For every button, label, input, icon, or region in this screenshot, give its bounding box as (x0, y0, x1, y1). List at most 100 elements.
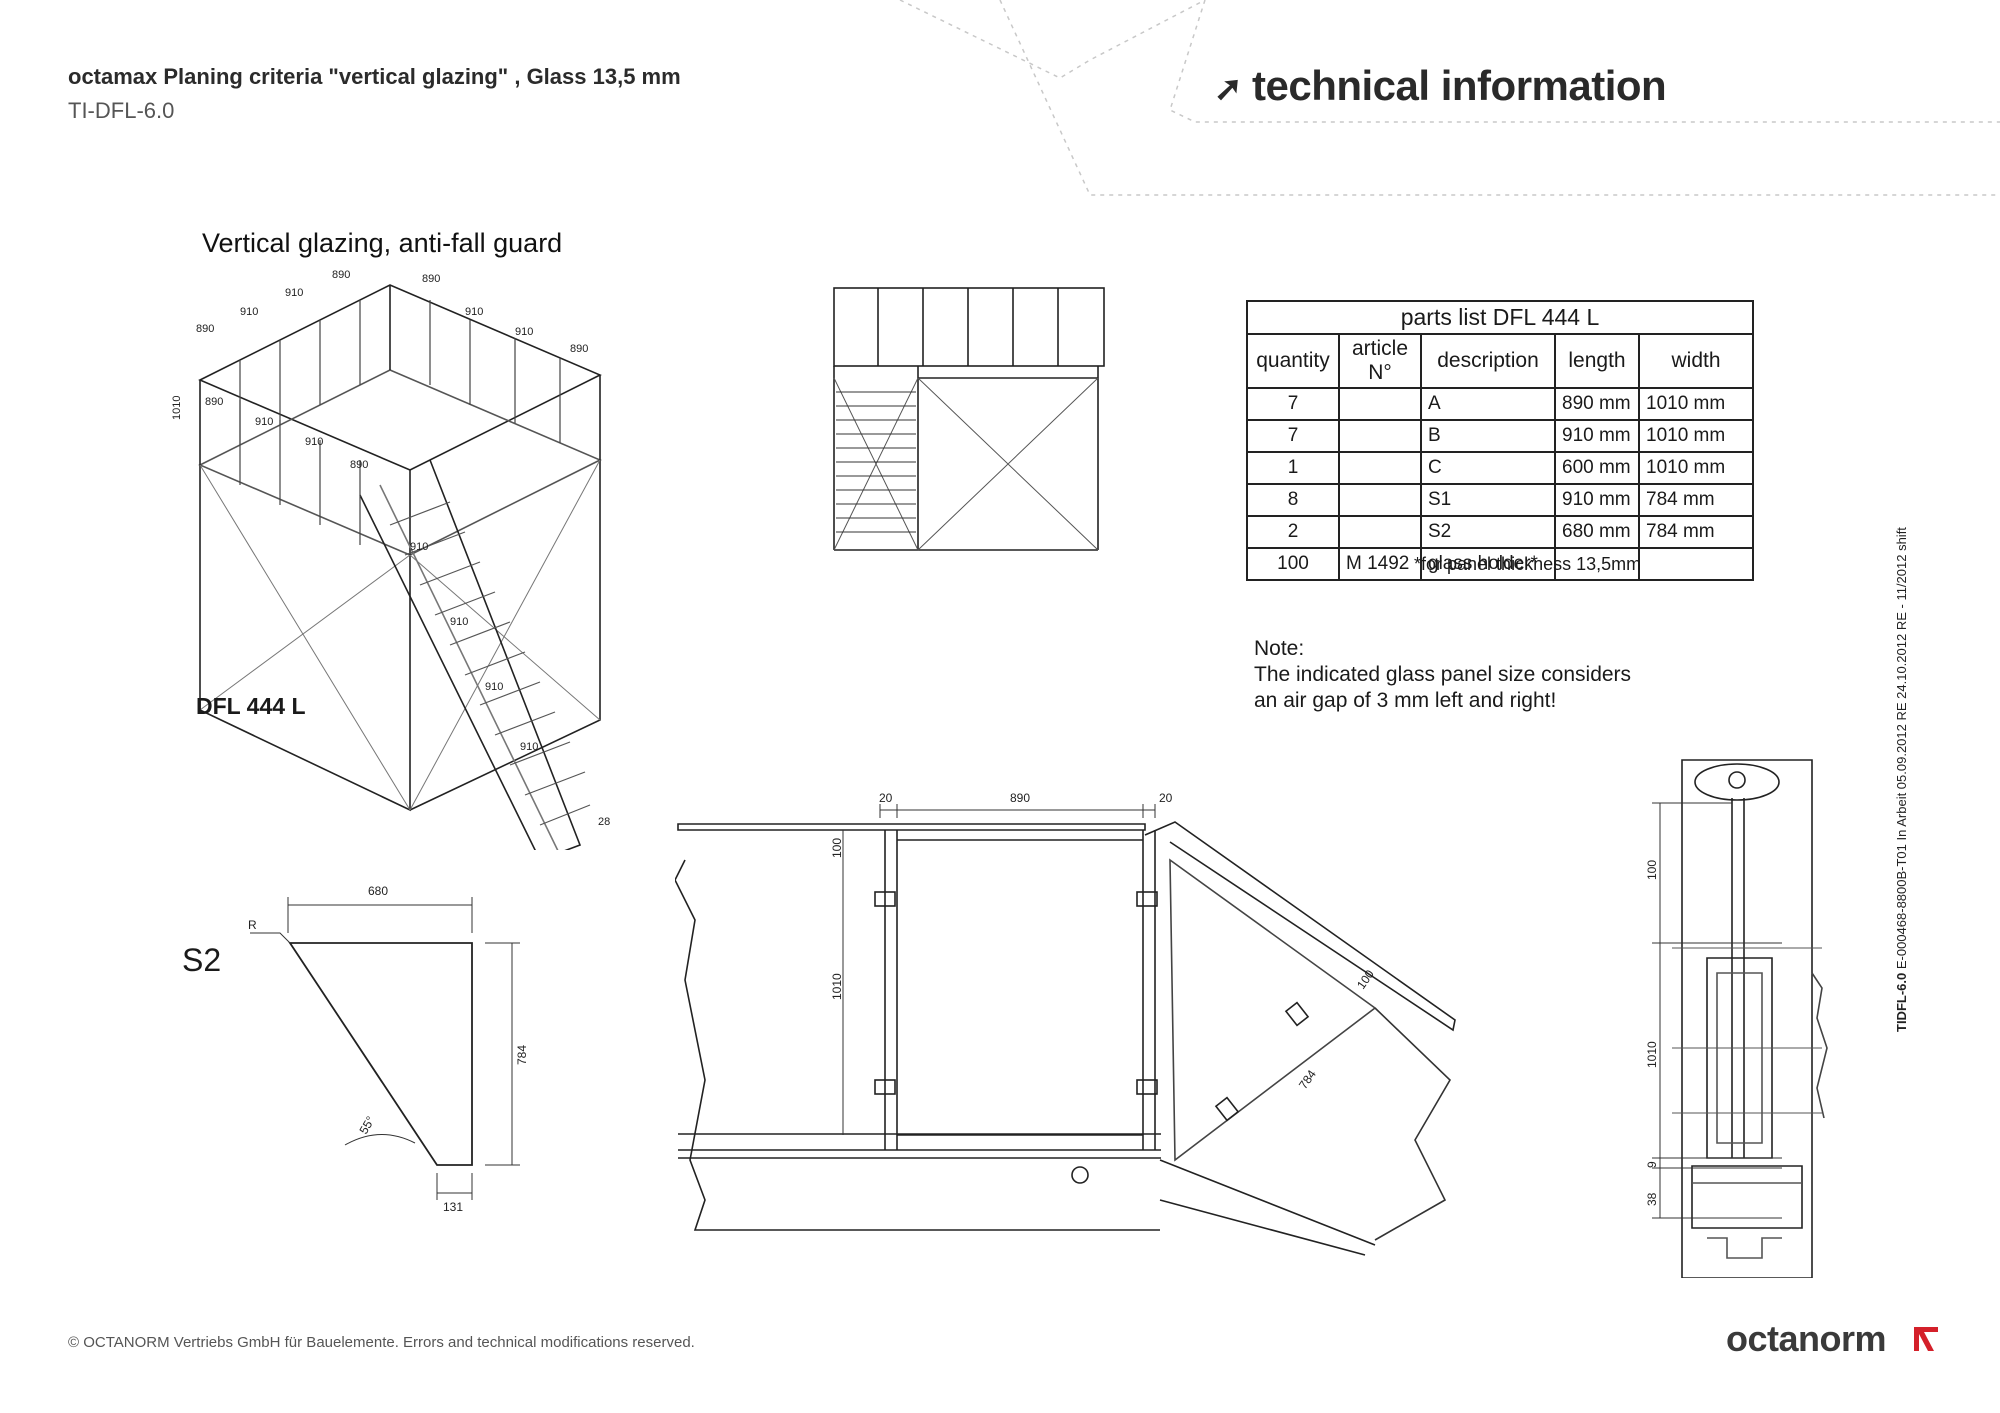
document-title: octamax Planing criteria "vertical glazi… (68, 64, 681, 89)
section-dim-base: 38 (1645, 1192, 1659, 1206)
section-heading: ➚technical information (1214, 62, 1667, 110)
iso-dim-label: 910 (485, 681, 503, 693)
iso-dim-label: 910 (255, 416, 273, 428)
cell-description: glass holder* (1420, 547, 1556, 581)
parts-footnote: *for panel thickness 13,5mm (1414, 554, 1642, 574)
table-row: 7 A 890 mm 1010 mm (1246, 387, 1754, 421)
iso-dim-label: 910 (520, 741, 538, 753)
table-header-row: quantity article N° description length w… (1246, 333, 1754, 389)
cell-width (1638, 547, 1754, 581)
iso-dim-label: 910 (285, 287, 303, 299)
col-description: description (1420, 333, 1556, 389)
section-heading-text: technical information (1252, 62, 1667, 109)
note-label: Note: (1254, 637, 1305, 660)
cell-length: 910 mm (1554, 483, 1640, 517)
front-dim-mid: 890 (1010, 791, 1030, 805)
iso-dim-label: 910 (305, 436, 323, 448)
col-article: article N° (1338, 333, 1422, 389)
section-dim-top: 100 (1645, 860, 1659, 880)
iso-dim-label: 910 (515, 326, 533, 338)
cell-description: S2 (1420, 515, 1556, 549)
s2-dim-height: 784 (515, 1045, 529, 1065)
s2-dim-angle: 55° (356, 1114, 377, 1137)
cell-width: 784 mm (1638, 483, 1754, 517)
arrow-icon: ➚ (1214, 70, 1243, 108)
cell-description: B (1420, 419, 1556, 453)
cell-description: C (1420, 451, 1556, 485)
cell-article (1338, 419, 1422, 453)
cell-quantity: 1 (1246, 451, 1340, 485)
header-guide-lines (899, 0, 2000, 196)
front-dim-left: 20 (879, 791, 893, 805)
section-dim-height: 1010 (1645, 1041, 1659, 1068)
model-label: DFL 444 L (196, 693, 306, 719)
cell-length: 890 mm (1554, 387, 1640, 421)
elevation-drawing (833, 287, 1105, 551)
s2-label: S2 (182, 942, 222, 978)
col-quantity: quantity (1246, 333, 1340, 389)
cell-article (1338, 515, 1422, 549)
iso-dim-label: 890 (570, 343, 588, 355)
document-code: TI-DFL-6.0 (68, 98, 175, 123)
s2-panel-drawing: 680 784 131 55° R (248, 884, 529, 1214)
brand-logo: octanorm (1726, 1318, 1887, 1359)
table-row: 7 B 910 mm 1010 mm (1246, 419, 1754, 453)
iso-dim-label: 890 (205, 396, 223, 408)
note-line: an air gap of 3 mm left and right! (1254, 689, 1557, 712)
table-row: 100 M 1492 glass holder* (1246, 547, 1754, 581)
parts-list-caption: parts list DFL 444 L (1246, 300, 1754, 335)
cell-quantity: 8 (1246, 483, 1340, 517)
note-block: Note: The indicated glass panel size con… (1254, 636, 1631, 714)
front-detail-drawing: 20 890 20 100 1010 100 784 (675, 791, 1456, 1256)
front-dim-top: 100 (830, 838, 844, 858)
cell-article (1338, 451, 1422, 485)
note-line: The indicated glass panel size considers (1254, 663, 1632, 686)
cell-quantity: 100 (1246, 547, 1340, 581)
cell-length: 600 mm (1554, 451, 1640, 485)
s2-dim-bottom: 131 (443, 1200, 463, 1214)
iso-dim-label: 910 (240, 306, 258, 318)
col-length: length (1554, 333, 1640, 389)
iso-dim-label: 890 (422, 273, 440, 285)
cell-article: M 1492 (1338, 547, 1422, 581)
cell-description: A (1420, 387, 1556, 421)
iso-dim-label: 28 (598, 816, 610, 828)
s2-dim-r: R (248, 918, 257, 932)
iso-dim-label: 890 (350, 459, 368, 471)
drawing-reference: TIDFL-6.0 E-000468-8800B-T01 In Arbeit 0… (1894, 527, 1909, 1032)
cell-quantity: 2 (1246, 515, 1340, 549)
cell-width: 1010 mm (1638, 419, 1754, 453)
cell-article (1338, 387, 1422, 421)
iso-dim-label: 890 (196, 323, 214, 335)
cell-quantity: 7 (1246, 419, 1340, 453)
cell-description: S1 (1420, 483, 1556, 517)
front-dim-diag: 784 (1296, 1067, 1319, 1092)
cell-length (1554, 547, 1640, 581)
isometric-drawing: 890 910 910 890 890 910 910 890 890 910 … (171, 270, 610, 850)
reference-code: TIDFL-6.0 (1894, 972, 1909, 1032)
drawing-title: Vertical glazing, anti-fall guard (202, 228, 563, 258)
section-dim-gap: 9 (1645, 1161, 1659, 1168)
parts-list-table: parts list DFL 444 L quantity article N°… (1246, 300, 1754, 581)
table-row: 2 S2 680 mm 784 mm (1246, 515, 1754, 549)
cell-width: 1010 mm (1638, 387, 1754, 421)
iso-dim-label: 890 (332, 270, 350, 281)
cell-length: 910 mm (1554, 419, 1640, 453)
table-row: 1 C 600 mm 1010 mm (1246, 451, 1754, 485)
front-dim-height: 1010 (830, 973, 844, 1000)
reference-text: E-000468-8800B-T01 In Arbeit 05.09.2012 … (1894, 527, 1909, 970)
copyright-text: © OCTANORM Vertriebs GmbH für Bauelement… (68, 1334, 695, 1351)
table-row: 8 S1 910 mm 784 mm (1246, 483, 1754, 517)
cell-quantity: 7 (1246, 387, 1340, 421)
iso-dim-label: 910 (450, 616, 468, 628)
cell-article (1338, 483, 1422, 517)
front-dim-right: 20 (1159, 791, 1173, 805)
section-detail-drawing: 100 1010 9 38 (1645, 759, 1828, 1278)
col-width: width (1638, 333, 1754, 389)
cell-width: 784 mm (1638, 515, 1754, 549)
cell-length: 680 mm (1554, 515, 1640, 549)
iso-dim-label: 910 (410, 541, 428, 553)
brand-mark-icon (1914, 1327, 1938, 1351)
cell-width: 1010 mm (1638, 451, 1754, 485)
front-dim-diag-top: 100 (1354, 967, 1377, 992)
